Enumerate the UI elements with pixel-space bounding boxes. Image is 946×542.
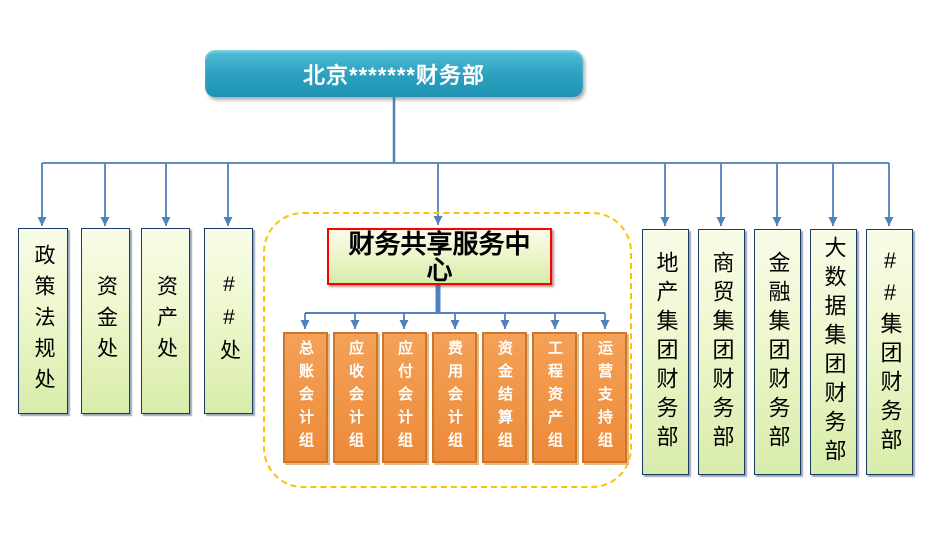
node-right-dept-2: 商贸集团财务部 bbox=[698, 229, 745, 475]
node-group-7-label: 运营支持组 bbox=[596, 340, 613, 455]
node-left-dept-2-label: 资金处 bbox=[94, 274, 118, 368]
node-headquarters-label: 北京*******财务部 bbox=[303, 62, 485, 88]
node-group-2-label: 应收会计组 bbox=[347, 340, 364, 455]
node-left-dept-3-label: 资产处 bbox=[154, 274, 178, 368]
node-headquarters: 北京*******财务部 bbox=[205, 50, 583, 97]
node-right-dept-2-label: 商贸集团财务部 bbox=[709, 250, 735, 454]
node-left-dept-1: 政策法规处 bbox=[18, 228, 68, 414]
node-group-5: 资金结算组 bbox=[482, 332, 527, 463]
shared-center-dashed-region bbox=[263, 212, 632, 488]
node-shared-service-center: 财务共享服务中心 bbox=[327, 228, 552, 285]
node-right-dept-1-label: 地产集团财务部 bbox=[653, 250, 679, 454]
node-right-dept-3-label: 金融集团财务部 bbox=[765, 250, 791, 454]
node-right-dept-3: 金融集团财务部 bbox=[754, 229, 801, 475]
node-group-6: 工程资产组 bbox=[532, 332, 577, 463]
node-right-dept-4: 大数据集团财务部 bbox=[810, 229, 857, 475]
node-left-dept-4: ##处 bbox=[204, 228, 253, 414]
node-group-2: 应收会计组 bbox=[333, 332, 378, 463]
node-right-dept-4-label: 大数据集团财务部 bbox=[821, 236, 847, 468]
node-group-3-label: 应付会计组 bbox=[396, 340, 413, 455]
node-group-7: 运营支持组 bbox=[582, 332, 627, 463]
node-group-6-label: 工程资产组 bbox=[546, 340, 563, 455]
node-right-dept-5: ##集团财务部 bbox=[866, 229, 913, 475]
node-group-1-label: 总账会计组 bbox=[297, 340, 314, 455]
node-left-dept-1-label: 政策法规处 bbox=[32, 243, 55, 399]
node-group-5-label: 资金结算组 bbox=[496, 340, 513, 455]
node-right-dept-1: 地产集团财务部 bbox=[642, 229, 689, 475]
node-left-dept-3: 资产处 bbox=[141, 228, 190, 414]
node-shared-service-center-label: 财务共享服务中心 bbox=[348, 228, 531, 285]
node-group-4-label: 费用会计组 bbox=[446, 340, 463, 455]
node-group-1: 总账会计组 bbox=[283, 332, 328, 463]
node-group-3: 应付会计组 bbox=[382, 332, 427, 463]
node-left-dept-4-label: ##处 bbox=[217, 272, 241, 370]
root-trunk-connector bbox=[42, 97, 889, 164]
node-left-dept-2: 资金处 bbox=[81, 228, 130, 414]
node-group-4: 费用会计组 bbox=[432, 332, 477, 463]
node-right-dept-5-label: ##集团财务部 bbox=[877, 247, 903, 457]
